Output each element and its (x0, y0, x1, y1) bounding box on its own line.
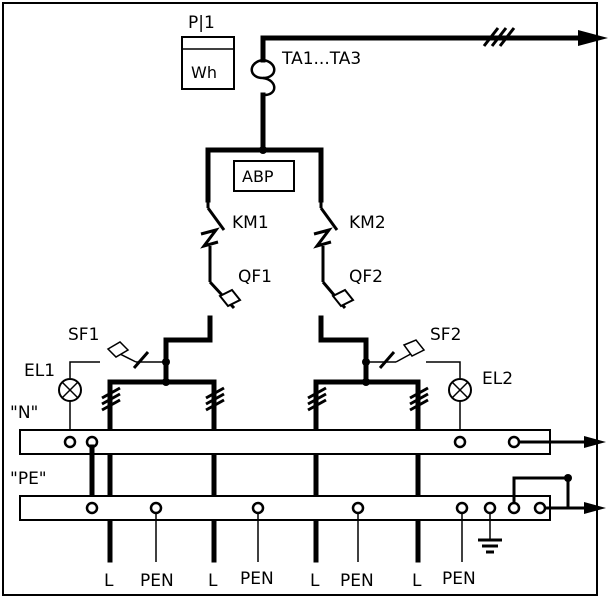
incoming-line (260, 35, 593, 63)
lighting-circuit-2: SF2 EL2 (366, 325, 513, 436)
branch-2: KM2 QF2 (313, 200, 386, 385)
sf1-fuse-mark (132, 351, 150, 369)
el2-label: EL2 (482, 369, 513, 389)
sf1-button-icon (106, 341, 130, 358)
km2-arc-icon (313, 227, 333, 249)
three-phase-tick-2 (490, 27, 508, 47)
ats-label: ABP (242, 167, 274, 186)
output-label-l4: L (412, 571, 422, 591)
km2-contact (319, 207, 339, 231)
qf2-trip-icon (331, 288, 355, 308)
n-output-arrow-icon (584, 436, 606, 448)
el1-label: EL1 (24, 361, 55, 381)
meter-label: P|1 (188, 13, 215, 33)
pe-bus: "PE" (10, 469, 606, 554)
pe-bus-label: "PE" (10, 469, 47, 489)
sf2-button-icon (402, 339, 426, 357)
pe-bus-bar (19, 495, 551, 521)
ground-icon (478, 538, 502, 554)
km2-label: KM2 (349, 213, 386, 233)
output-label-pen2: PEN (240, 569, 274, 589)
output-label-pen1: PEN (140, 571, 174, 591)
sf1-label: SF1 (68, 325, 99, 345)
distribution-right (307, 358, 429, 563)
energy-meter: Wh P|1 (181, 13, 235, 90)
qf1-trip-icon (218, 288, 242, 308)
sf2-fuse-mark (378, 351, 396, 369)
km1-arc-icon (200, 227, 220, 249)
n-bus: "N" (10, 403, 606, 455)
three-phase-tick-1 (482, 27, 500, 47)
meter-box (181, 36, 235, 90)
output-label-l1: L (104, 571, 114, 591)
ct-label: TA1...TA3 (281, 49, 361, 69)
sf2-label: SF2 (430, 325, 461, 345)
incoming-arrow-icon (578, 30, 608, 46)
branch-1-feed (163, 315, 213, 385)
km1-contact (206, 207, 226, 231)
n-bus-bar (19, 429, 551, 455)
left-distribution-bar (107, 379, 217, 563)
branch-1: KM1 QF1 (163, 200, 272, 385)
ats-junction-dot (259, 146, 267, 154)
output-label-l2: L (208, 571, 218, 591)
km1-label: KM1 (232, 213, 269, 233)
pe-output-arrow-icon (584, 502, 606, 514)
pen-leads (155, 513, 463, 562)
output-labels: L PEN L PEN L PEN L PEN (104, 569, 476, 591)
lighting-circuit-1: SF1 EL1 (24, 325, 166, 436)
enclosure-frame (2, 2, 598, 596)
right-distribution-bar (313, 379, 421, 563)
n-bus-label: "N" (10, 403, 38, 423)
ct-coil-lower (262, 76, 276, 97)
output-label-pen3: PEN (340, 571, 374, 591)
branch-2-feed (318, 315, 369, 385)
ats-box (233, 160, 295, 192)
qf2-label: QF2 (349, 267, 383, 287)
meter-unit: Wh (191, 63, 217, 82)
three-phase-tick-3 (498, 27, 516, 47)
output-label-pen4: PEN (442, 569, 476, 589)
pe-bypass-line (512, 476, 568, 503)
incoming-feeder: TA1...TA3 (250, 27, 608, 151)
ct-coil-upper (250, 58, 276, 80)
output-label-l3: L (310, 571, 320, 591)
qf1-label: QF1 (238, 267, 272, 287)
ats-section: ABP (205, 146, 324, 203)
distribution-left (101, 358, 225, 563)
